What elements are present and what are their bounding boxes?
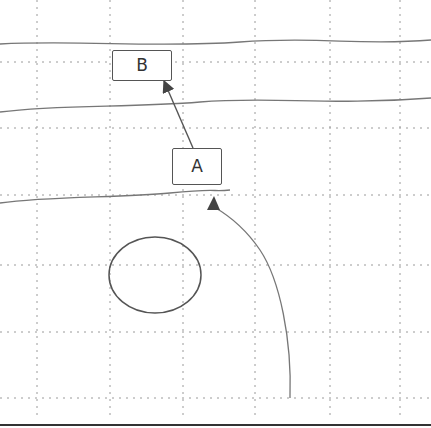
vehicle-box: A [172, 148, 222, 185]
vehicle-label: B [136, 56, 148, 75]
trajectory-arrowhead [207, 196, 220, 210]
vehicle-label: A [191, 157, 203, 176]
vehicle-box: B [112, 50, 172, 81]
page-edge [0, 424, 431, 426]
road-edge-lines [0, 40, 431, 203]
trajectory-curve [214, 207, 290, 398]
motion-arrow [164, 81, 193, 148]
circle-obstacle [109, 237, 201, 313]
